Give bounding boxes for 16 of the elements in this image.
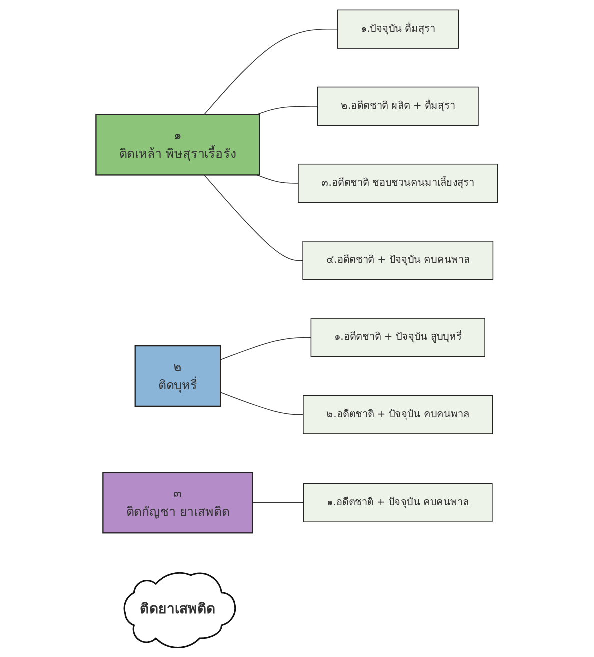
connector <box>204 174 304 261</box>
node-box: ๒.อดีตชาติ ผลิต + ดื่มสุรา <box>317 86 479 126</box>
node-box: ๔.อดีตชาติ + ปัจจุบัน คบคนพาล <box>302 240 494 280</box>
node-box: ๓ ติดกัญชา ยาเสพติด <box>102 472 254 534</box>
connector <box>256 174 299 184</box>
node-box: ๒.อดีตชาติ + ปัจจุบัน คบคนพาล <box>303 394 494 434</box>
node-box: ๑ ติดเหล้า พิษสุราเรื้อรัง <box>96 114 260 176</box>
node-box: ๑.อดีตชาติ + ปัจจุบัน สูบบุหรี่ <box>310 318 486 357</box>
node-box: ๒ ติดบุหรี่ <box>134 344 222 407</box>
connector <box>220 392 304 415</box>
node-box: ๑.ปัจจุบัน ดื่มสุรา <box>337 9 460 48</box>
connector <box>220 336 312 360</box>
node-box: ๑.อดีตชาติ + ปัจจุบัน คบคนพาล <box>303 482 493 522</box>
connector <box>252 502 304 503</box>
connector <box>256 106 318 115</box>
connector <box>204 28 338 115</box>
